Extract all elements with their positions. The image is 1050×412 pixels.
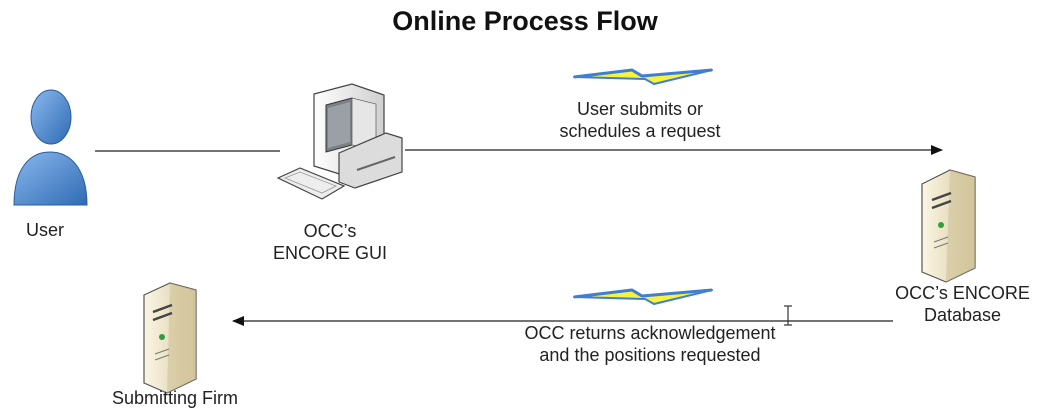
gui-label-line1: OCC’s — [303, 221, 357, 241]
response-line2: and the positions requested — [539, 345, 761, 365]
gui-label-line2: ENCORE GUI — [272, 243, 387, 263]
response-flow-label: OCC returns acknowledgement and the posi… — [490, 322, 810, 366]
user-label: User — [25, 220, 64, 240]
lightning-icon — [573, 68, 713, 85]
request-line1: User submits or — [576, 99, 704, 119]
text-cursor-icon — [784, 305, 792, 326]
lightning-icon — [573, 288, 713, 305]
request-line2: schedules a request — [559, 121, 721, 141]
server-icon — [921, 169, 976, 283]
computer-icon — [276, 83, 403, 200]
diagram-title: Online Process Flow — [392, 6, 658, 36]
server-icon — [143, 282, 197, 394]
node-label-submitting-firm: Submitting Firm — [100, 387, 250, 409]
node-label-user: User — [10, 219, 80, 241]
database-label-line1: OCC’s ENCORE — [895, 283, 1030, 303]
submitting-firm-label: Submitting Firm — [111, 388, 239, 408]
request-flow-label: User submits or schedules a request — [515, 98, 765, 142]
node-label-database: OCC’s ENCORE Database — [875, 282, 1050, 326]
response-line1: OCC returns acknowledgement — [524, 323, 776, 343]
node-label-gui: OCC’s ENCORE GUI — [255, 220, 405, 264]
user-icon — [13, 89, 88, 206]
database-label-line2: Database — [923, 305, 1002, 325]
